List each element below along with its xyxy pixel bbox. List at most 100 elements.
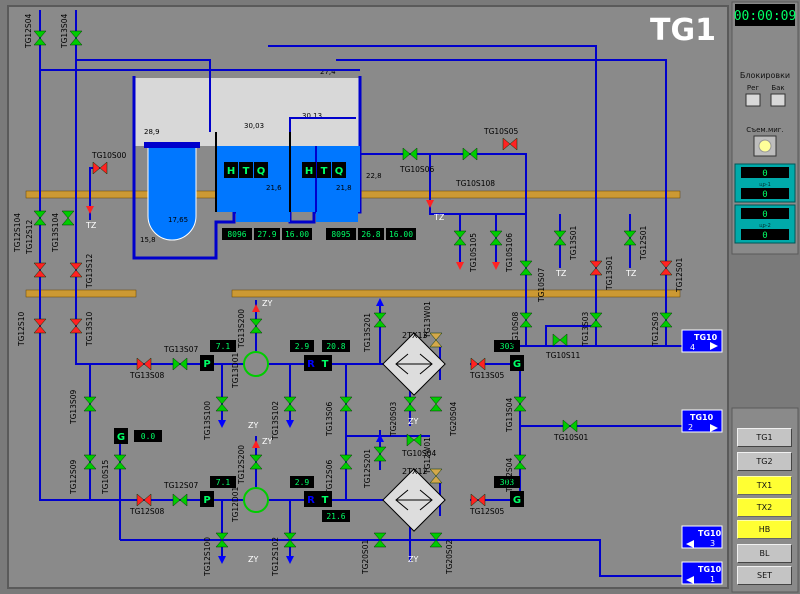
- nav-button-bl[interactable]: BL: [737, 544, 792, 563]
- valve-tg10s06-icon[interactable]: [402, 147, 418, 161]
- zy-arrow-1-icon: [252, 304, 260, 312]
- valve-tg12s12-icon[interactable]: [33, 262, 47, 278]
- reactor-tank: [132, 76, 362, 260]
- loop13-out-value: 303: [500, 342, 515, 351]
- valve-label-tg13s03: TG13S03: [581, 312, 590, 347]
- valve-tg13s05-icon[interactable]: [470, 357, 486, 371]
- link-tg10-2-arrow-icon: [710, 424, 718, 432]
- valve-label-tg12s07: TG12S07: [163, 481, 198, 490]
- valve-tg13s12-icon[interactable]: [69, 262, 83, 278]
- valve-tg12s07-icon[interactable]: [172, 493, 188, 507]
- hx12-inlet-arrow-icon: [376, 434, 384, 442]
- valve-label-tg10s05: TG10S05: [483, 127, 518, 136]
- valve-tg10s11-icon[interactable]: [552, 333, 568, 347]
- temp-label-7: 22,8: [366, 172, 382, 180]
- valve-label-tg13s104: TG13S104: [51, 213, 60, 253]
- valve-tg12s200-icon[interactable]: [249, 454, 263, 470]
- valve-label-tg10s00: TG10S00: [91, 151, 126, 160]
- nav-button-tx2[interactable]: TX2: [737, 498, 792, 517]
- valve-tg12s01-icon[interactable]: [623, 230, 637, 246]
- valve-tg12s06-icon[interactable]: [339, 454, 353, 470]
- loop13-t-block: T: [322, 359, 329, 370]
- valve-label-tg13s04: TG13S04: [60, 14, 69, 49]
- pipe-top-header-3: [268, 45, 597, 346]
- valve-label-tg10s06: TG10S06: [399, 165, 434, 174]
- valve-tg12w01-icon[interactable]: [429, 468, 443, 484]
- valve-tg10s00-icon[interactable]: [92, 161, 108, 175]
- valve-tg10s105-icon[interactable]: [453, 230, 467, 246]
- valve-tg12s104-icon[interactable]: [33, 210, 47, 226]
- loop12-t-block: T: [322, 495, 329, 506]
- valve-tg13w01-icon[interactable]: [429, 332, 443, 348]
- valve-tg13s07-icon[interactable]: [172, 357, 188, 371]
- valve-tg13s01b-icon[interactable]: [589, 260, 603, 276]
- valve-tg10s15-icon[interactable]: [113, 454, 127, 470]
- pump-12-icon[interactable]: [243, 487, 269, 513]
- valve-tg10s106-icon[interactable]: [489, 230, 503, 246]
- link-tg10-1[interactable]: TG10 1: [681, 561, 723, 585]
- nav-button-tg1[interactable]: TG1: [737, 428, 792, 447]
- valve-tg12s05-icon[interactable]: [470, 493, 486, 507]
- block-reg-button[interactable]: [745, 93, 761, 107]
- link-tg10-3[interactable]: TG10 3: [681, 525, 723, 549]
- valve-label-tg13s102: TG13S102: [271, 401, 280, 441]
- nav-button-tx1[interactable]: TX1: [737, 476, 792, 495]
- nav-button-hb[interactable]: HB: [737, 520, 792, 539]
- pipe-top-header-2: [76, 59, 211, 132]
- valve-tg13s102-icon[interactable]: [283, 396, 297, 412]
- valve-tg20s04-icon[interactable]: [429, 396, 443, 412]
- valve-tg12s09-icon[interactable]: [83, 454, 97, 470]
- right-temp: 26.8: [361, 230, 380, 239]
- valve-tg10s108-icon[interactable]: [462, 147, 478, 161]
- valve-tg12s03-icon[interactable]: [659, 312, 673, 328]
- hx-lower-label: 2TX12: [402, 467, 428, 476]
- link-tg10-4-num: 4: [690, 343, 695, 352]
- heat-exchanger-upper: [382, 332, 446, 396]
- link-tg10-4[interactable]: TG10 4: [681, 329, 723, 353]
- valve-tg12s04b-icon[interactable]: [513, 454, 527, 470]
- valve-tg12s10-icon[interactable]: [33, 318, 47, 334]
- tank-readout-right: 8095 26.8 16.00: [326, 228, 416, 240]
- valve-tg10s05-icon[interactable]: [502, 137, 518, 151]
- valve-tg13s04-icon[interactable]: [69, 30, 83, 46]
- valve-label-tg12s06: TG12S06: [325, 460, 334, 495]
- valve-tg13s10-icon[interactable]: [69, 318, 83, 334]
- valve-tg12s201-icon[interactable]: [373, 446, 387, 462]
- valve-tg10s01-icon[interactable]: [562, 419, 578, 433]
- valve-tg13s104-icon[interactable]: [61, 210, 75, 226]
- valve-tg13s04b-icon[interactable]: [513, 396, 527, 412]
- valve-label-tg12s102: TG12S102: [271, 537, 280, 577]
- temp-label-4: 27,4: [320, 68, 336, 76]
- valve-tg10s08-icon[interactable]: [519, 312, 533, 328]
- valve-tg20s02-icon[interactable]: [429, 532, 443, 548]
- valve-tg13s201-icon[interactable]: [373, 312, 387, 328]
- valve-tg12s08-icon[interactable]: [136, 493, 152, 507]
- counter1-bottom-display: [741, 188, 789, 199]
- pump-13-icon[interactable]: [243, 351, 269, 377]
- valve-tg12s04-icon[interactable]: [33, 30, 47, 46]
- valve-tg12s102-icon[interactable]: [283, 532, 297, 548]
- valve-tg13s06-icon[interactable]: [339, 396, 353, 412]
- valve-tg13s08-icon[interactable]: [136, 357, 152, 371]
- valve-tg10s07-icon[interactable]: [519, 260, 533, 276]
- valve-label-tg13s10: TG13S10: [85, 312, 94, 347]
- link-tg10-2[interactable]: TG10 2: [681, 409, 723, 433]
- valve-label-tg10s105: TG10S105: [469, 233, 478, 273]
- valve-tg12s100-icon[interactable]: [215, 532, 229, 548]
- valve-label-tg13s01b: TG13S01: [605, 256, 614, 291]
- block-bak-button[interactable]: [770, 93, 786, 107]
- loop12-r-block: R: [307, 495, 315, 506]
- valve-tg20s03-icon[interactable]: [403, 396, 417, 412]
- valve-tg12s01b-icon[interactable]: [659, 260, 673, 276]
- valve-tg13s01-icon[interactable]: [553, 230, 567, 246]
- valve-tg13s03-icon[interactable]: [589, 312, 603, 328]
- nav-button-tg2[interactable]: TG2: [737, 452, 792, 471]
- tz-marker-2: TZ: [433, 213, 445, 222]
- valve-tg13s09-icon[interactable]: [83, 396, 97, 412]
- valve-tg13s100-icon[interactable]: [215, 396, 229, 412]
- valve-label-tg12s09: TG12S09: [69, 460, 78, 495]
- nav-button-set[interactable]: SET: [737, 566, 792, 585]
- valve-tg10s04-icon[interactable]: [406, 433, 422, 447]
- valve-tg13s200-icon[interactable]: [249, 318, 263, 334]
- valve-tg20s01-icon[interactable]: [373, 532, 387, 548]
